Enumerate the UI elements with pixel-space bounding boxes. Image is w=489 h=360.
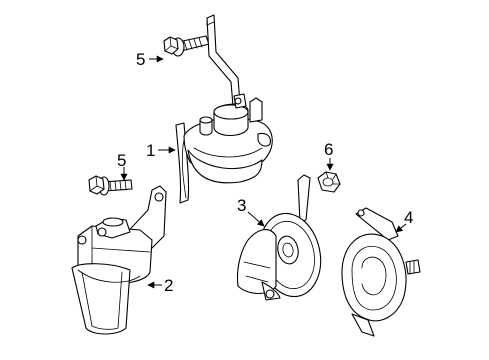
leader-lines bbox=[120, 55, 407, 289]
bolt-lower bbox=[88, 175, 133, 196]
horn-4 bbox=[341, 207, 421, 337]
horn-assembly-lower bbox=[71, 185, 167, 335]
leader-4 bbox=[395, 223, 407, 233]
callout-numbers: 5 1 5 2 3 6 4 bbox=[117, 50, 413, 295]
callout-4: 4 bbox=[404, 208, 413, 227]
bolt-upper bbox=[163, 35, 210, 57]
callout-6: 6 bbox=[324, 140, 333, 159]
nut bbox=[317, 171, 341, 193]
horn-assembly-upper bbox=[175, 14, 273, 204]
leader-3 bbox=[247, 211, 265, 227]
callout-2: 2 bbox=[164, 276, 173, 295]
callout-5-top: 5 bbox=[136, 50, 145, 69]
callout-3: 3 bbox=[237, 196, 246, 215]
horn-3 bbox=[236, 174, 322, 301]
callout-5-left: 5 bbox=[117, 151, 126, 170]
callout-1: 1 bbox=[146, 141, 155, 160]
